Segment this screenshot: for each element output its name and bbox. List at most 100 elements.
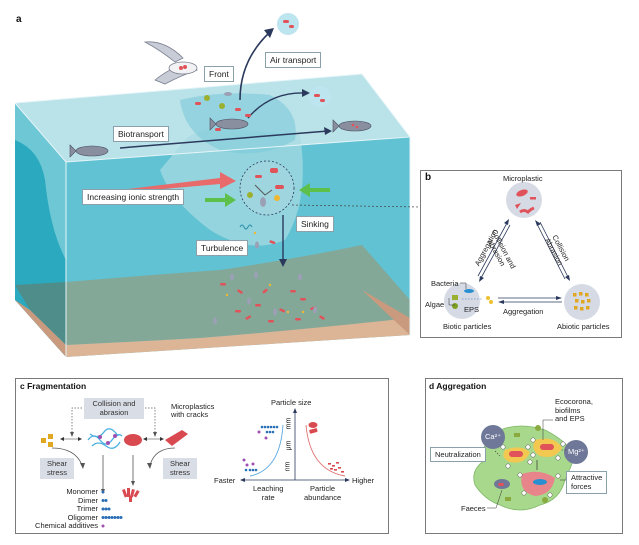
- aggregation-arrow-green-left: [205, 193, 236, 207]
- size-graph: [240, 408, 350, 482]
- leaching-line-1: Leaching: [253, 484, 284, 493]
- graph-y-axis-label: Particle size: [271, 398, 312, 407]
- aggregate-zoom-circle: [239, 160, 295, 216]
- legend-bead: [101, 499, 105, 502]
- seabed: [66, 245, 410, 345]
- fish-icon-left: [69, 144, 109, 158]
- increasing-ionic-strength-label: Increasing ionic strength: [82, 189, 185, 205]
- legend-bead: [116, 516, 120, 519]
- abundance-curve: [305, 424, 346, 477]
- air-transport-label: Air transport: [265, 52, 322, 68]
- seabed-left: [15, 282, 66, 345]
- microplastics-cracks-line-1: Microplastics: [171, 402, 215, 411]
- leaching-rate-label: Leaching rate: [253, 484, 284, 502]
- ecocorona-line-1: Ecocorona,: [555, 397, 593, 406]
- aggregation-arrow-up: [477, 222, 508, 277]
- ecocorona-label: Ecocorona, biofilms and EPS: [555, 397, 593, 424]
- panel-b-link-line: [291, 204, 421, 208]
- biotic-node-label: Biotic particles: [443, 322, 492, 331]
- surface-transport-arrow: [247, 92, 306, 119]
- surface-microplastics: [195, 92, 251, 131]
- abundance-line-1: Particle: [310, 484, 336, 493]
- abiotic-node-label: Abiotic particles: [557, 322, 610, 331]
- legend-bead: [104, 507, 108, 511]
- higher-label: Higher: [352, 476, 375, 485]
- seagull-icon: [143, 41, 199, 85]
- panel-c-box: [15, 378, 389, 534]
- collision-arrow-down: [480, 224, 511, 279]
- cracked-plastic-icon: [165, 430, 188, 446]
- attractive-forces-label: Attractive forces: [566, 471, 608, 495]
- attractive-line-1: Attractive: [571, 473, 603, 482]
- legend-label-dimer: Dimer: [78, 495, 98, 505]
- microplastics-cracks-line-2: with cracks: [171, 410, 209, 420]
- panel-c-letter: c: [20, 381, 25, 391]
- collision-abrasion-arrow-down: [539, 221, 569, 278]
- shear-right-line-2: stress: [169, 467, 190, 477]
- sand-left: [15, 300, 66, 357]
- legend-bead: [104, 499, 108, 502]
- front-label: Front: [204, 66, 234, 82]
- microplastic-node-label: Microplastic: [503, 174, 543, 183]
- air-transport-arrow: [239, 31, 271, 101]
- microplastics-cracks-label: Microplastics with cracks: [171, 402, 215, 420]
- legend-label-monomer: Monomer: [66, 487, 98, 496]
- sinking-label: Sinking: [296, 216, 334, 232]
- legend-label-chemical-additives: Chemical additives: [35, 521, 98, 530]
- legend-bead: [104, 516, 108, 519]
- aggregation-arrow-green-right: [299, 183, 330, 197]
- particle-abundance-label: Particle abundance: [304, 484, 342, 502]
- airborne-particles-bubble: [277, 13, 299, 35]
- panel-c-title-text: Fragmentation: [27, 381, 87, 391]
- algae-label: Algae: [425, 300, 445, 309]
- panel-d-title: d Aggregation: [429, 381, 486, 391]
- legend-bead: [107, 507, 111, 511]
- legend-label-oligomer: Oligomer: [67, 512, 98, 522]
- leaching-curve: [249, 424, 284, 477]
- sand-right: [362, 290, 410, 335]
- aggregate-contents: [247, 168, 284, 207]
- bacteria-label: Bacteria: [431, 279, 459, 288]
- neutralization-label: Neutralization: [430, 447, 486, 462]
- magnesium-ion-label: Mg²⁺: [568, 447, 585, 456]
- panel-b-letter: b: [425, 172, 432, 183]
- panel-a-letter: a: [16, 14, 22, 25]
- surface-particles-bubble: [309, 86, 331, 108]
- legend-bead: [119, 516, 123, 519]
- panel-c-title: c Fragmentation: [20, 381, 86, 391]
- panel-d-letter: d: [429, 381, 435, 391]
- faster-label: Faster: [214, 476, 236, 485]
- magnesium-ion: [564, 440, 588, 464]
- bottom-aggregation-label: Aggregation: [503, 307, 544, 316]
- panel-d-title-text: Aggregation: [436, 381, 487, 391]
- ecocorona-line-3: and EPS: [555, 414, 585, 424]
- legend-bead: [113, 516, 117, 519]
- sediment-microplastics: [213, 231, 325, 325]
- fish-icon-right: [332, 119, 372, 133]
- collision-abrasion-box: Collision and abrasion: [84, 398, 144, 420]
- sand-front: [66, 318, 410, 357]
- legend-bead: [110, 516, 114, 519]
- sinking-plume: [160, 128, 303, 246]
- legend-bead: [101, 516, 105, 519]
- legend-bead: [101, 507, 105, 511]
- abundance-line-2: abundance: [304, 492, 342, 502]
- shear-left-line-1: Shear: [46, 459, 67, 468]
- calcium-ion: [481, 425, 505, 449]
- collision-line-1: Collision and: [92, 399, 136, 408]
- fibre-tangle-icon: [87, 428, 123, 449]
- turbulence-icon: [239, 224, 253, 230]
- shear-stress-right-box: Shear stress: [163, 458, 197, 480]
- legend-bead: [101, 490, 105, 494]
- abiotic-cubes-icon: [41, 434, 53, 447]
- fish-icon-center: [209, 117, 249, 131]
- calcium-ion-label: Ca²⁺: [485, 432, 502, 441]
- collision-abrasion-arrow-up: [536, 223, 566, 280]
- attractive-line-2: forces: [571, 481, 592, 491]
- shear-stress-left-box: Shear stress: [40, 458, 74, 480]
- shear-right-line-1: Shear: [169, 459, 190, 468]
- plastic-fragments-icon: [122, 488, 140, 502]
